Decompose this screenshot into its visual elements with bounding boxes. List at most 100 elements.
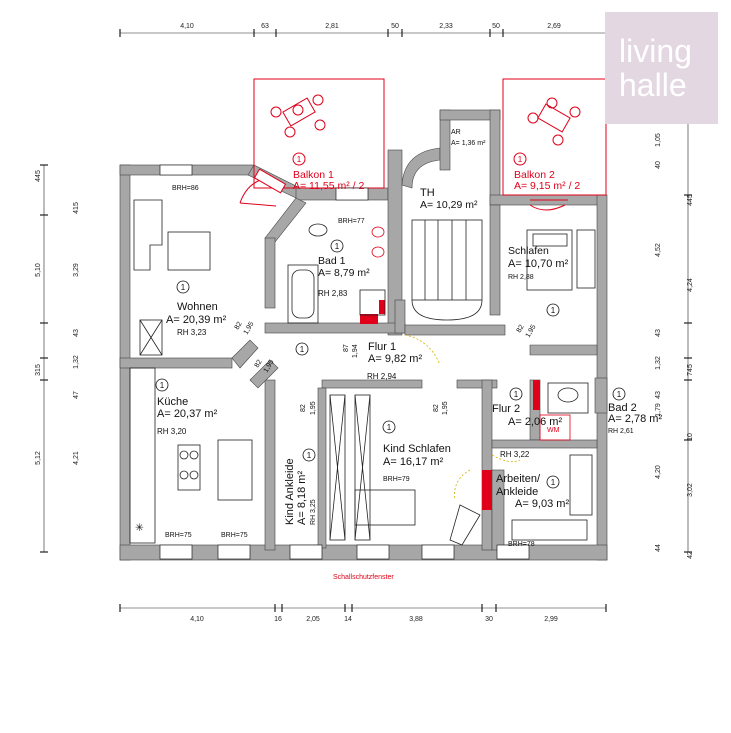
door-kueche-w: 82	[254, 359, 264, 369]
dim-top-7: 2,69	[547, 23, 561, 30]
room-kindschlafen-name: Kind Schlafen	[383, 443, 451, 455]
room-schlafen: Schlafen A= 10,70 m² RH 2,88 1	[508, 245, 569, 317]
dim-right-11: 10	[687, 433, 694, 441]
door-kindankleide-h: 1,95	[310, 401, 317, 415]
room-th-area: A= 10,29 m²	[420, 199, 478, 211]
room-wohnen-name: Wohnen	[177, 301, 218, 313]
dim-right-3: 4,52	[655, 243, 662, 257]
room-flur2-area: A= 2,06 m²	[508, 416, 562, 428]
room-schlafen-name: Schlafen	[508, 245, 549, 257]
dim-right-14: 44	[655, 544, 662, 552]
windows	[159, 164, 530, 560]
room-flur1-area: A= 9,82 m²	[368, 353, 422, 365]
door-flur1-w: 87	[343, 344, 350, 352]
soundproof-window-note: Schallschutzfenster	[333, 574, 394, 581]
dim-bottom-7: 2,99	[544, 616, 558, 623]
room-kindankleide: 1 Kind Ankleide A= 8,18 m² RH 3,25	[284, 448, 317, 525]
room-th-name: TH	[420, 187, 435, 199]
room-bad1-area: A= 8,79 m²	[318, 267, 370, 279]
room-flur1: 1 Flur 1 A= 9,82 m² RH 2,94	[295, 341, 422, 381]
dim-right-12: 4,20	[655, 465, 662, 479]
room-arbeiten: 1 Arbeiten/ Ankleide A= 9,03 m² BRH=78	[496, 473, 569, 548]
door-kindankleide-w: 82	[300, 404, 307, 412]
room-kueche-name: Küche	[157, 396, 188, 408]
dim-right-5: 4,24	[687, 278, 694, 292]
room-wohnen-rh: RH 3,23	[177, 328, 207, 337]
red-markers	[360, 300, 540, 510]
dim-right-4: 445	[687, 194, 694, 206]
room-kindschlafen-brh: BRH=79	[383, 476, 410, 483]
room-flur1-rh: RH 2,94	[367, 372, 397, 381]
room-arbeiten-name1: Arbeiten/	[496, 473, 541, 485]
dim-right-10: 1,79	[655, 403, 662, 417]
room-flur1-name: Flur 1	[368, 341, 396, 353]
door-wohnen-w: 82	[234, 321, 244, 331]
room-th: TH A= 10,29 m²	[420, 187, 478, 211]
room-arbeiten-brh: BRH=78	[508, 541, 535, 548]
door-kindschlafen-w: 82	[433, 404, 440, 412]
dim-left-5: 43	[73, 329, 80, 337]
dim-left-3: 415	[73, 202, 80, 214]
room-balkon2-num: 1	[518, 155, 523, 164]
room-arbeiten-name2: Ankleide	[496, 486, 538, 498]
room-kueche-area: A= 20,37 m²	[157, 408, 218, 420]
room-schlafen-area: A= 10,70 m²	[508, 258, 569, 270]
room-flur1-num: 1	[300, 345, 305, 354]
dimension-lines	[43, 32, 689, 609]
door-schlafen-w: 82	[516, 324, 526, 334]
dim-top-5: 2,33	[439, 23, 453, 30]
dims-left: 445 5,10 415 3,29 43 1,32 315 47 5,12 4,…	[35, 170, 80, 465]
door-schlafen-h: 1,95	[525, 324, 538, 339]
dim-right-13: 3,02	[687, 483, 694, 497]
room-ar-name: AR	[451, 129, 461, 136]
room-wohnen-brh: BRH=86	[172, 185, 199, 192]
room-kindankleide-area: A= 8,18 m²	[296, 471, 308, 525]
dim-left-1: 445	[35, 170, 42, 182]
dim-bottom-2: 16	[274, 616, 282, 623]
room-flur2: 1 Flur 2 A= 2,06 m² RH 3,22	[492, 387, 562, 459]
room-bad2-name: Bad 2	[608, 402, 637, 414]
dims-top: 4,10 63 2,81 50 2,33 50 2,69	[180, 23, 561, 30]
balkon-1	[253, 78, 385, 189]
dim-left-7: 315	[35, 364, 42, 376]
room-bad1-name: Bad 1	[318, 255, 346, 267]
door-wohnen-h: 1,95	[243, 321, 256, 336]
room-bad2-rh: RH 2,61	[608, 428, 634, 435]
dims-bottom: 4,10 16 2,05 14 3,88 30 2,99	[190, 616, 558, 623]
room-kindankleide-rh: RH 3,25	[310, 499, 317, 525]
room-bad2-num: 1	[617, 390, 622, 399]
dim-right-1: 1,05	[655, 133, 662, 147]
room-kueche-rh: RH 3,20	[157, 427, 187, 436]
dim-left-6: 1,32	[73, 355, 80, 369]
living-halle-logo: living halle	[605, 12, 718, 124]
room-balkon1-area: A= 11,55 m² / 2	[293, 180, 364, 192]
dim-bottom-1: 4,10	[190, 616, 204, 623]
room-bad2-wm: WM	[547, 427, 560, 434]
room-wohnen: 1 Wohnen A= 20,39 m² RH 3,23 BRH=86	[166, 185, 227, 337]
room-kueche-num: 1	[160, 381, 165, 390]
furniture	[129, 199, 596, 546]
dim-left-10: 4,21	[73, 451, 80, 465]
room-bad2-area: A= 2,78 m²	[608, 413, 662, 425]
room-kueche-brh1: BRH=75	[165, 532, 192, 539]
dim-top-3: 2,81	[325, 23, 339, 30]
dim-top-4: 50	[391, 23, 399, 30]
room-arbeiten-area: A= 9,03 m²	[515, 498, 569, 510]
balkon-2	[502, 78, 607, 196]
dim-bottom-5: 3,88	[409, 616, 423, 623]
dim-left-4: 3,29	[73, 263, 80, 277]
room-balkon1-name: Balkon 1	[293, 169, 334, 181]
room-bad1: 1 Bad 1 A= 8,79 m² RH 2,83 BRH=77	[318, 218, 370, 298]
door-flur1-h: 1,94	[352, 344, 359, 358]
room-arbeiten-num: 1	[551, 478, 556, 487]
dims-right: 1,05 40 4,52 445 4,24 43 1,32 745 43 1,7…	[655, 133, 694, 559]
dim-left-9: 5,12	[35, 451, 42, 465]
room-kindschlafen-num: 1	[387, 423, 392, 432]
dim-bottom-3: 2,05	[306, 616, 320, 623]
room-kueche-brh2: BRH=75	[221, 532, 248, 539]
room-bad1-num: 1	[335, 242, 340, 251]
room-balkon1: 1 Balkon 1 A= 11,55 m² / 2	[293, 155, 364, 192]
dim-right-8: 745	[687, 364, 694, 376]
dim-top-2: 63	[261, 23, 269, 30]
room-balkon2-area: A= 9,15 m² / 2	[514, 180, 580, 192]
